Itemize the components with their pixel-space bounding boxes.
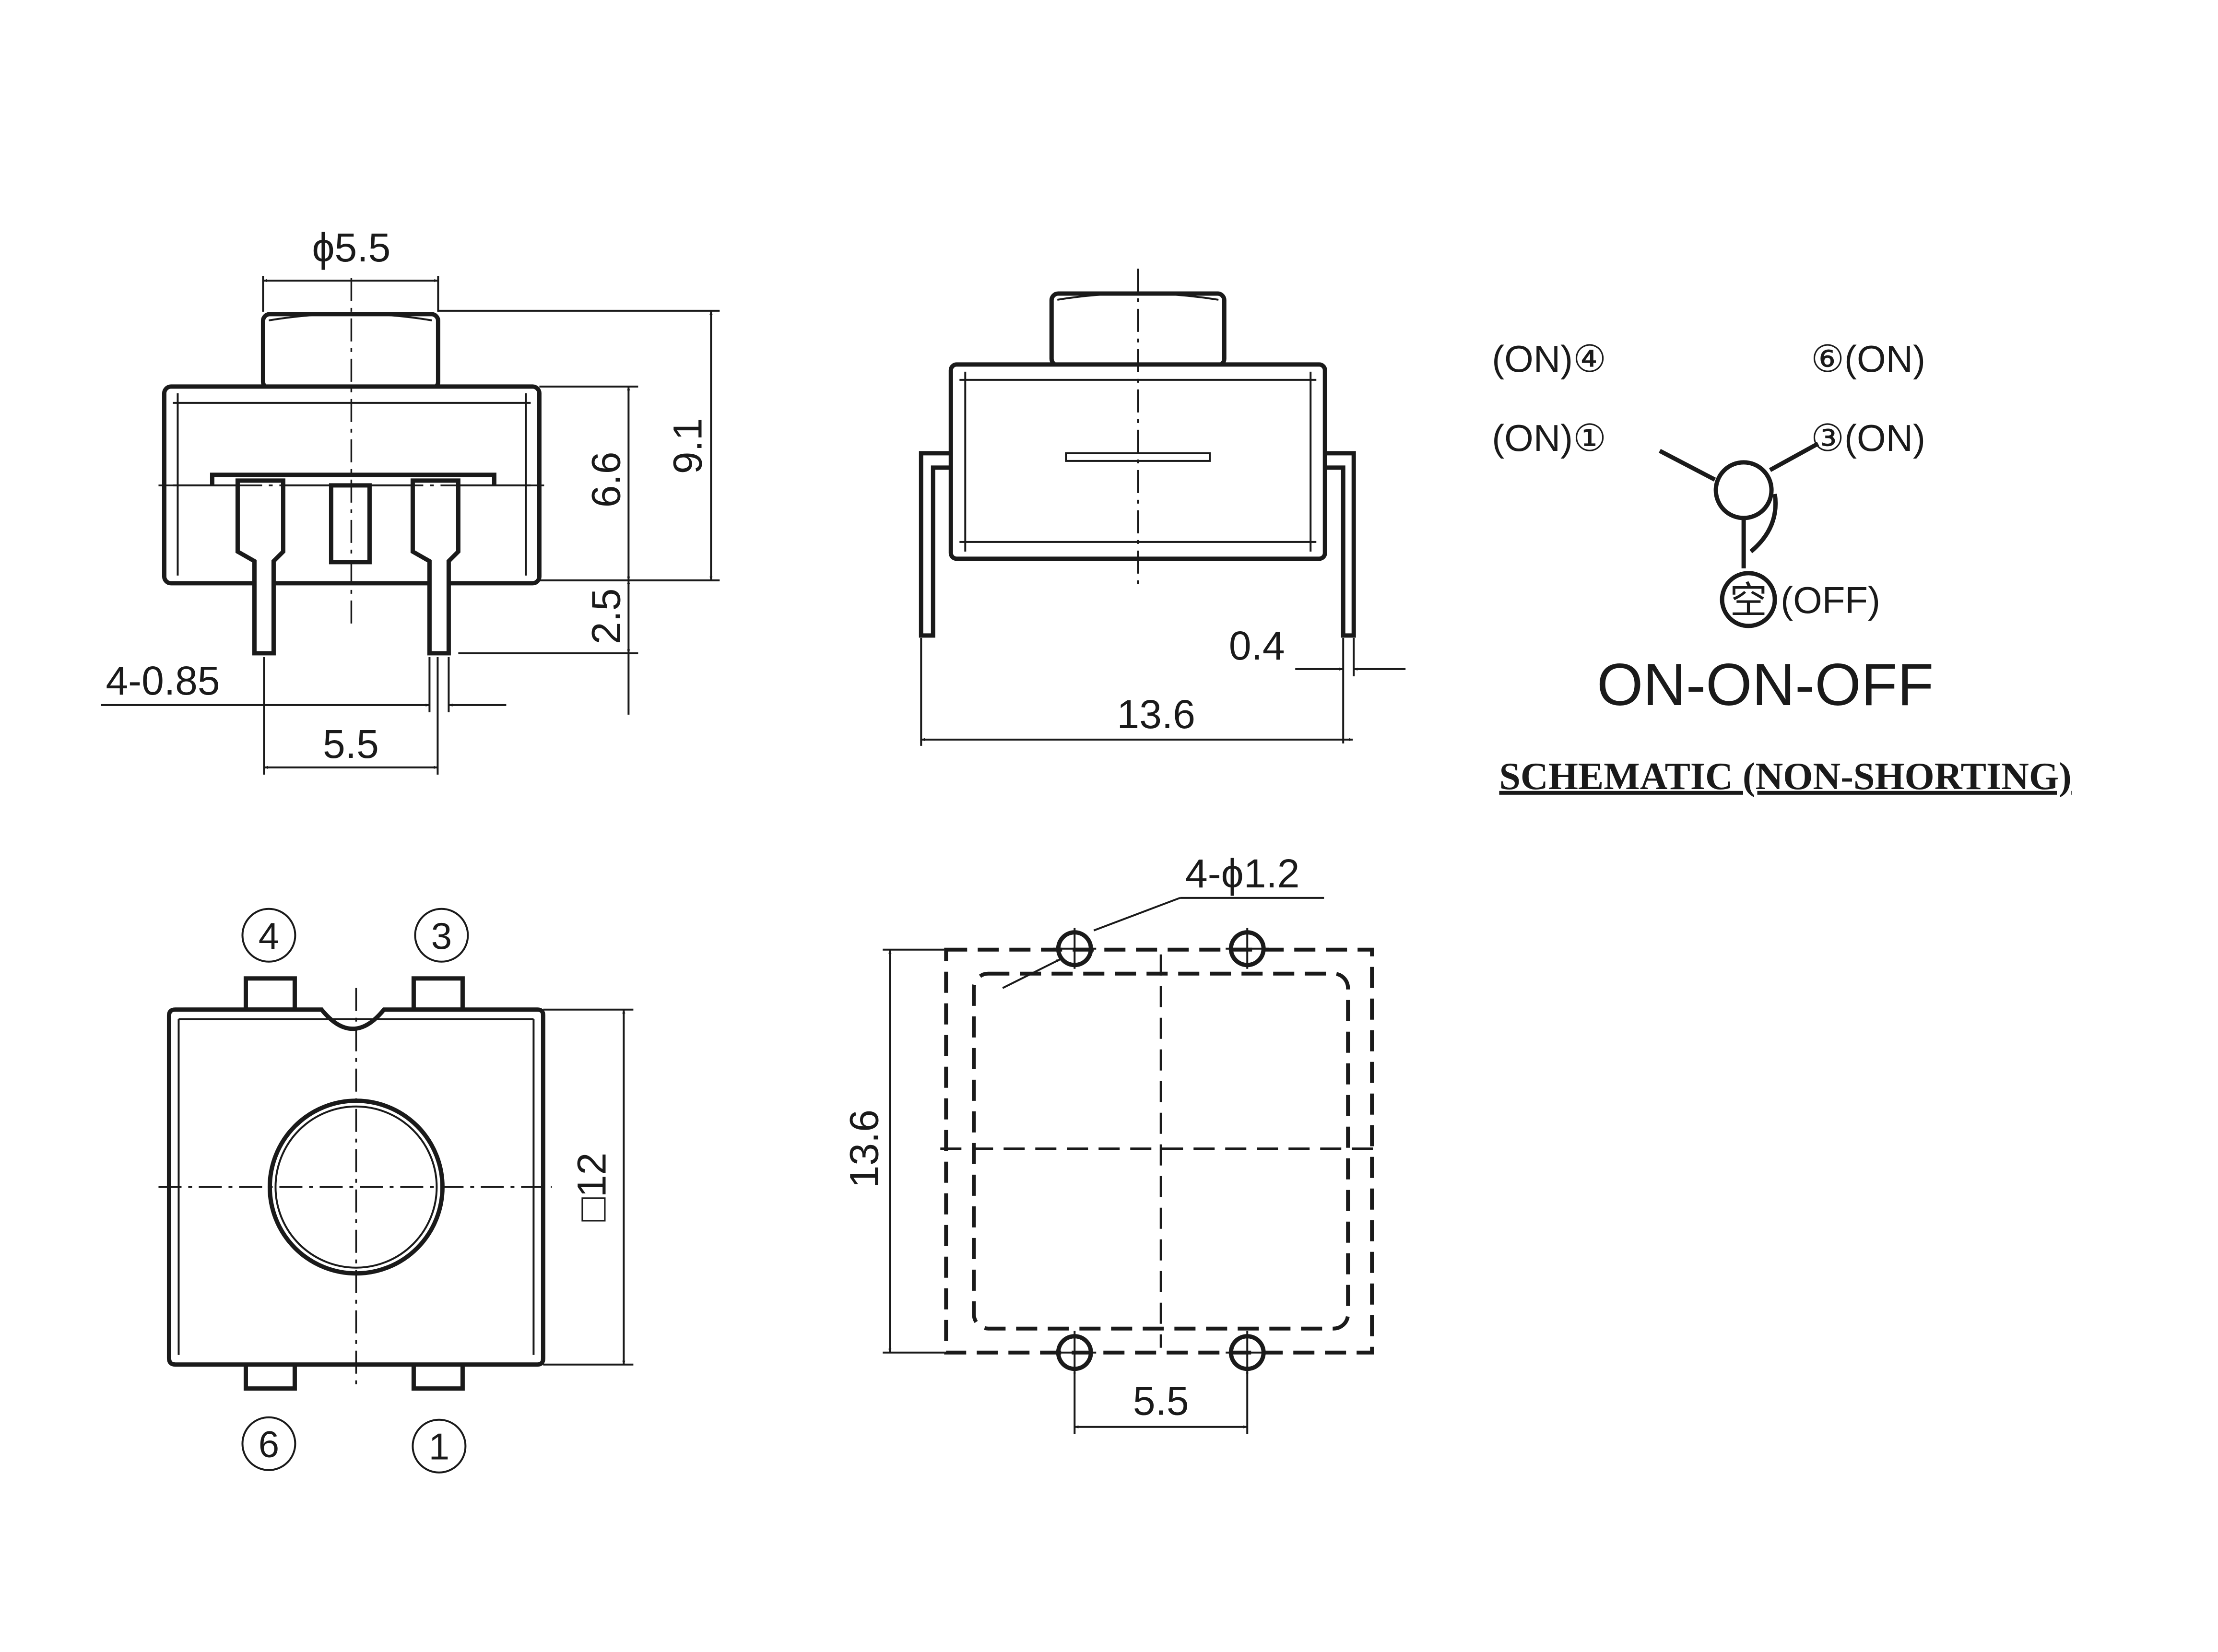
dim-overall-height: 9.1 bbox=[665, 418, 710, 474]
side-lead-left bbox=[919, 451, 951, 638]
top-pin-4: 4 bbox=[259, 915, 279, 957]
dim-body-height: 6.6 bbox=[583, 452, 628, 508]
top-body bbox=[166, 1007, 545, 1367]
dim-pin-width: 4-0.85 bbox=[106, 658, 220, 703]
schematic-terminal-4: (ON)④ bbox=[1492, 338, 1606, 380]
schematic-title: SCHEMATIC (NON-SHORTING) bbox=[1499, 755, 2071, 798]
pcb-hole-tl bbox=[1053, 928, 1097, 969]
dim-lead-thickness: 0.4 bbox=[1229, 623, 1285, 668]
schematic: (ON)④ ⑥(ON) (ON)① ③(ON) 空 (OFF) ON-ON-OF… bbox=[1492, 338, 2072, 798]
pcb-hole-bl bbox=[1053, 1331, 1097, 1374]
pcb-hole-tr bbox=[1226, 928, 1269, 969]
front-view: ϕ5.5 9.1 6.6 2.5 4-0.85 5 bbox=[101, 225, 720, 775]
side-lead-right bbox=[1325, 451, 1356, 638]
schematic-terminal-3: ③(ON) bbox=[1811, 417, 1925, 459]
dim-pin-pitch: 5.5 bbox=[323, 721, 379, 767]
dim-pcb-size: 13.6 bbox=[841, 1109, 886, 1188]
top-pin-3: 3 bbox=[431, 915, 452, 957]
dim-actuator-diameter: ϕ5.5 bbox=[312, 225, 391, 270]
schematic-off-symbol: 空 bbox=[1730, 579, 1767, 621]
schematic-mode: ON-ON-OFF bbox=[1597, 652, 1934, 718]
schematic-off-terminal bbox=[1720, 571, 1777, 628]
dim-hole-spec: 4-ϕ1.2 bbox=[1185, 851, 1299, 896]
pcb-hole-br bbox=[1226, 1331, 1269, 1374]
dim-pcb-pitch: 5.5 bbox=[1133, 1379, 1189, 1424]
dim-body-size: □12 bbox=[569, 1153, 614, 1222]
schematic-terminal-6: ⑥(ON) bbox=[1811, 338, 1925, 380]
top-pin-1: 1 bbox=[429, 1426, 449, 1468]
front-pin-left bbox=[235, 478, 285, 656]
pcb-layout: 4-ϕ1.2 13.6 5.5 bbox=[841, 851, 1377, 1434]
pcb-outline-outer bbox=[944, 947, 1374, 1355]
top-pin-6: 6 bbox=[259, 1423, 279, 1465]
top-view: 4 3 6 1 □12 bbox=[158, 908, 634, 1474]
side-view: 0.4 13.6 bbox=[919, 268, 1406, 746]
dim-pin-length: 2.5 bbox=[583, 588, 628, 644]
schematic-terminal-1: (ON)① bbox=[1492, 417, 1606, 459]
front-pin-right bbox=[410, 478, 460, 656]
schematic-off-label: (OFF) bbox=[1781, 579, 1880, 621]
schematic-wiper bbox=[1713, 460, 1774, 520]
dim-side-width: 13.6 bbox=[1117, 692, 1195, 737]
